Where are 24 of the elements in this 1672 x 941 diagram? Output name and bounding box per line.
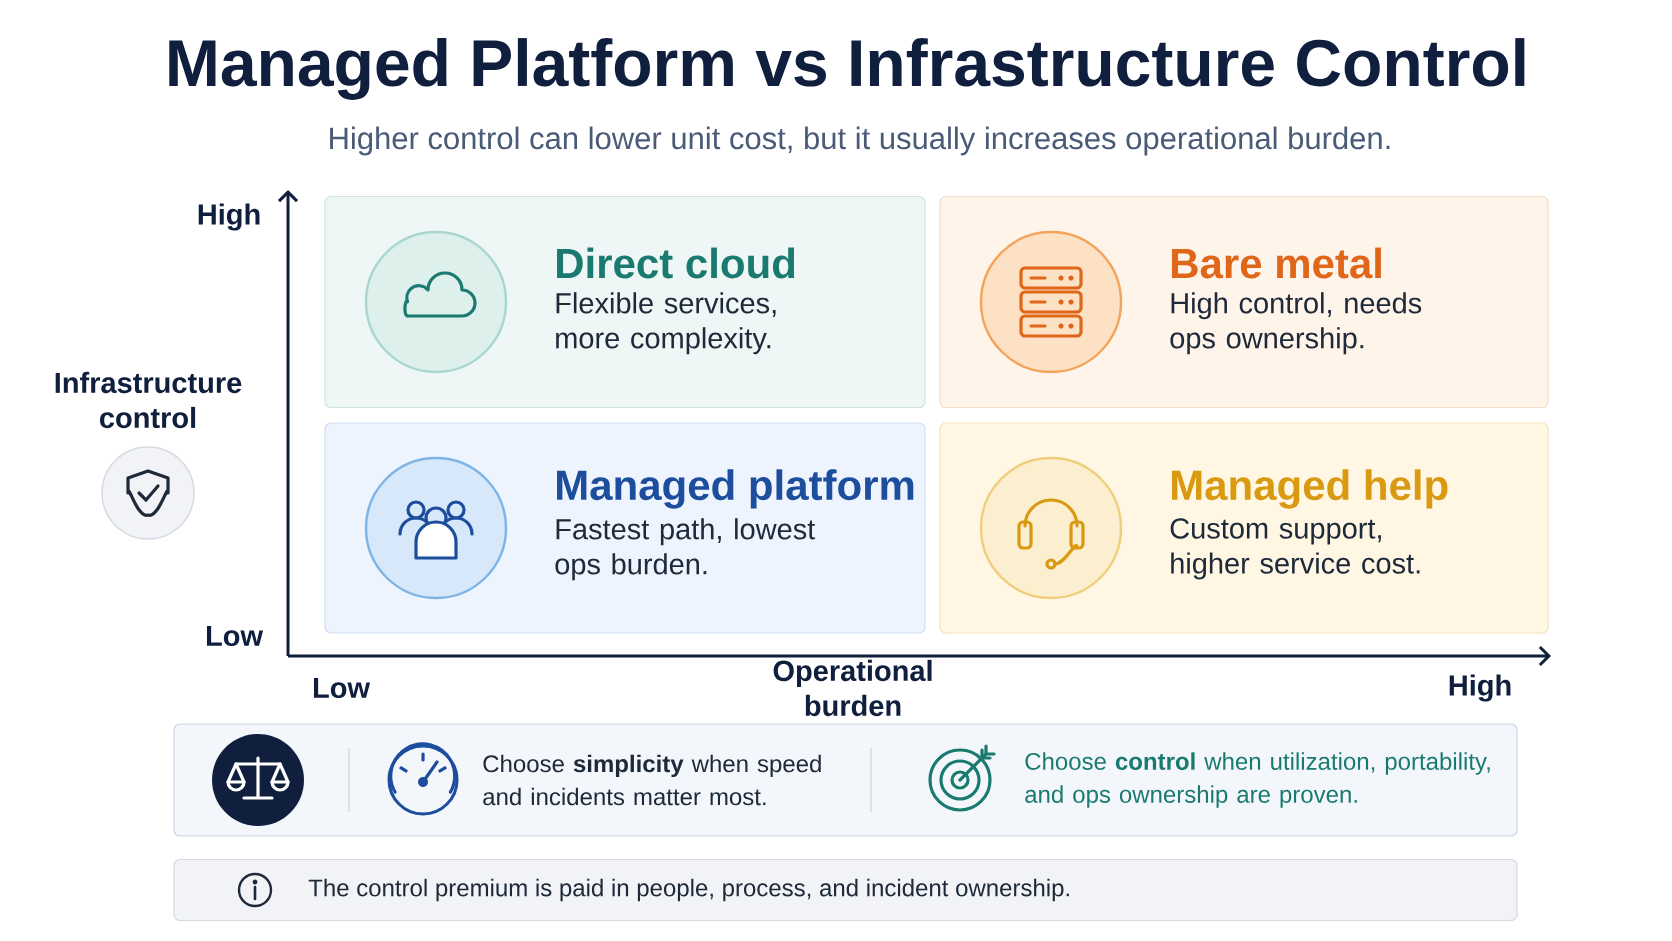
- quadrant-card: [939, 195, 1549, 409]
- guidance-text: Choose control when utilization, portability, and ops ownership are proven.: [1025, 752, 1490, 808]
- title: Managed Platform vs Infrastructure Control: [169, 38, 1525, 100]
- card-description: Flexible services, more complexity.: [556, 292, 776, 355]
- axis-title: Infrastructure control: [55, 371, 242, 429]
- card-heading: Direct cloud: [557, 247, 795, 279]
- axis-label: High: [1449, 674, 1511, 702]
- card-heading: Managed platform: [557, 469, 914, 509]
- card-heading: Managed help: [1172, 469, 1448, 509]
- quadrant-card: [939, 422, 1549, 634]
- axis-label: Low: [313, 677, 371, 699]
- card-description: Fastest path, lowest ops burden.: [555, 518, 816, 581]
- axis-title: Operational burden: [773, 659, 932, 717]
- quadrant-card: [324, 422, 926, 634]
- axis-label: High: [198, 203, 260, 231]
- card-description: Custom support, higher service cost.: [1170, 518, 1420, 580]
- axis-label: Low: [206, 625, 264, 647]
- guidance-panel: [173, 723, 1518, 837]
- guidance-text: Choose simplicity when speed and incidents matter most.: [483, 754, 821, 806]
- note-panel: The control premium is paid in people, process, and incident ownership.: [173, 858, 1518, 922]
- subtitle: Higher control can lower unit cost, but it usually increases operational burden.: [330, 126, 1390, 156]
- quadrant-card: [324, 195, 926, 409]
- card-description: High control, needs ops ownership.: [1170, 292, 1422, 355]
- card-heading: Bare metal: [1172, 247, 1381, 279]
